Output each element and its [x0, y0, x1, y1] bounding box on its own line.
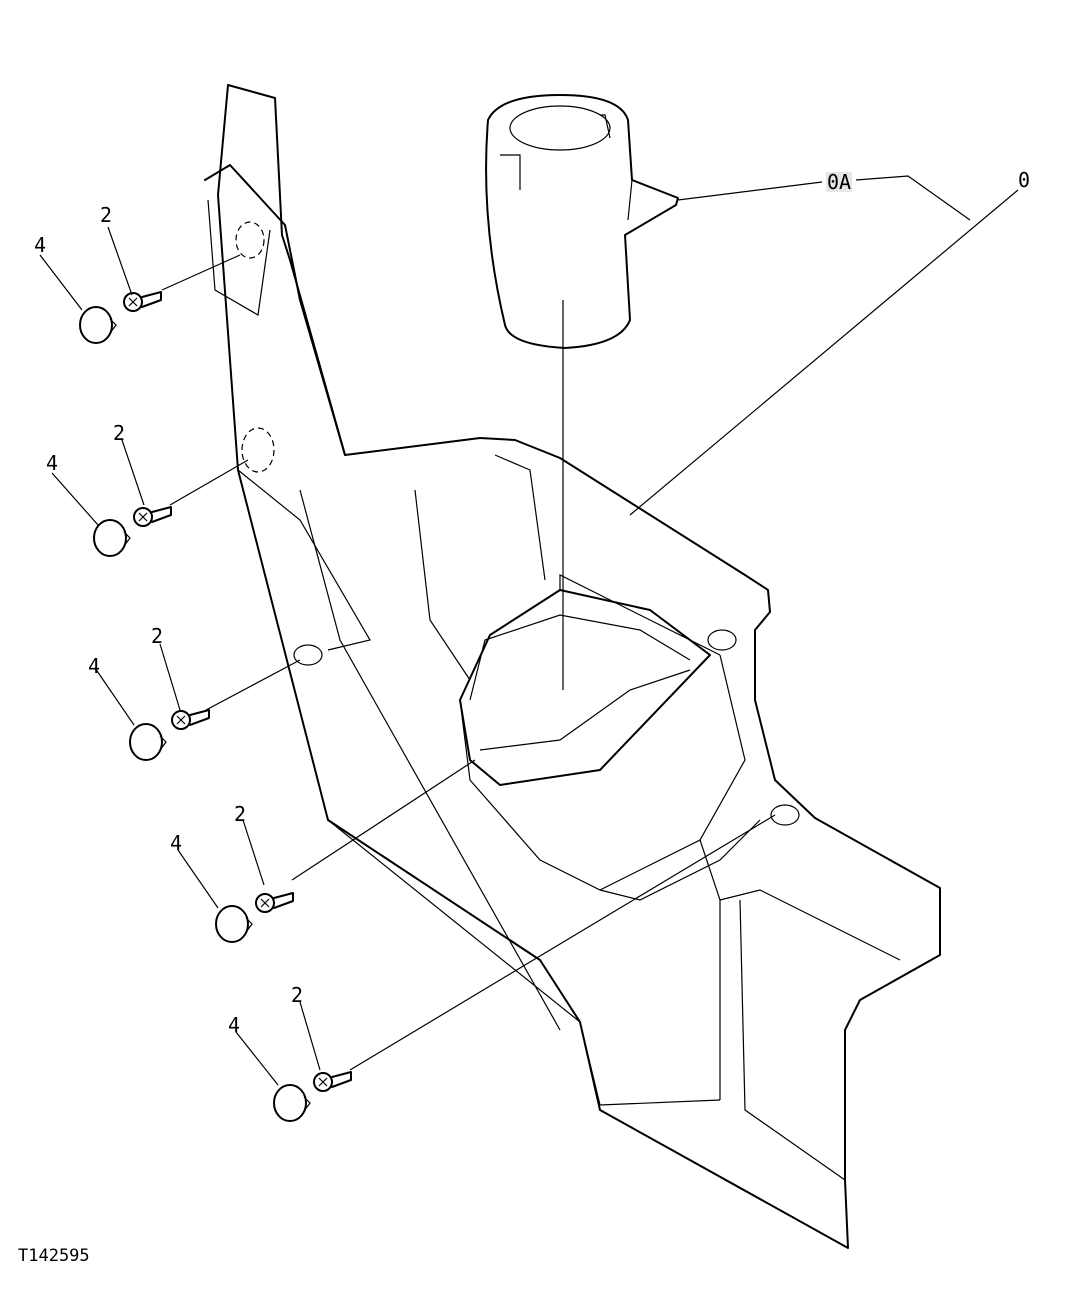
- callout-screw-3: 2: [151, 624, 164, 648]
- cap-4: [215, 905, 253, 943]
- screw-set: [123, 291, 352, 1092]
- cap-2: [93, 519, 131, 557]
- cap-set: [79, 306, 311, 1122]
- callout-screw-4: 2: [234, 802, 247, 826]
- screw-4: [255, 892, 294, 913]
- callout-screw-1: 2: [100, 203, 113, 227]
- screw-2: [133, 506, 172, 527]
- leader-lines: [39, 175, 1019, 1086]
- callout-cap-4: 4: [170, 831, 183, 855]
- callout-screw-2: 2: [113, 421, 126, 445]
- callout-cap-1: 4: [34, 233, 47, 257]
- cap-1: [79, 306, 117, 344]
- console-panel: [204, 84, 941, 1249]
- callout-assembly: 0: [1018, 168, 1031, 192]
- screw-1: [123, 291, 162, 312]
- screw-3: [171, 709, 210, 730]
- callout-cap-5: 4: [228, 1013, 241, 1037]
- callout-cap-2: 4: [46, 451, 59, 475]
- cap-5: [273, 1084, 311, 1122]
- callout-screw-5: 2: [291, 983, 304, 1007]
- shift-knob: [485, 94, 679, 349]
- figure-id-label: T142595: [18, 1246, 90, 1266]
- screw-5: [313, 1071, 352, 1092]
- cap-3: [129, 723, 167, 761]
- callout-cap-3: 4: [88, 654, 101, 678]
- callout-knob: 0A: [826, 170, 853, 194]
